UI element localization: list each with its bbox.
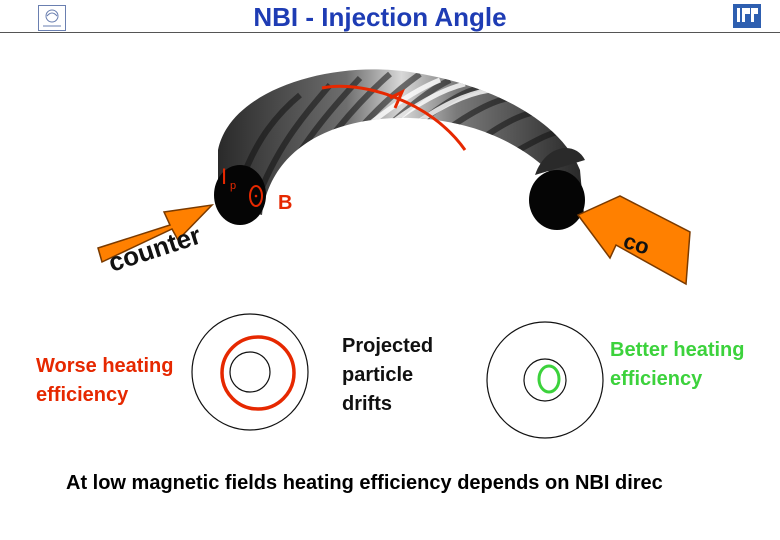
header-divider: [0, 32, 780, 33]
current-marker: [249, 185, 263, 207]
projected-drifts-caption: Projected particle drifts: [342, 332, 433, 419]
slide-title: NBI - Injection Angle: [253, 2, 507, 32]
co-arrow: [576, 195, 691, 286]
svg-text:counter: counter: [105, 220, 205, 278]
worse-caption-line2: efficiency: [36, 384, 129, 406]
drifts-caption-line2: particle: [342, 364, 414, 386]
field-line-arrowhead: [389, 88, 406, 109]
better-heating-caption: Better heating efficiency: [610, 336, 744, 394]
ipp-logo: [733, 4, 761, 28]
conclusion-text: At low magnetic fields heating efficienc…: [66, 472, 663, 494]
better-caption-line2: efficiency: [610, 368, 703, 390]
magnetic-field-label: B: [278, 192, 293, 214]
worse-heating-caption: Worse heating efficiency: [36, 352, 173, 410]
better-drift-diagram: [486, 321, 604, 439]
counter-arrow: [97, 203, 215, 264]
counter-label: counter: [105, 220, 205, 278]
plasma-current-subscript: p: [230, 180, 237, 192]
plasma-current-label: I: [221, 164, 228, 189]
worse-drift-diagram: [191, 313, 309, 431]
worse-caption-line1: Worse heating: [36, 355, 174, 377]
institute-logo: [38, 5, 66, 31]
drifts-caption-line3: drifts: [342, 393, 392, 415]
drifts-caption-line1: Projected: [342, 335, 434, 357]
better-caption-line1: Better heating: [610, 339, 745, 361]
